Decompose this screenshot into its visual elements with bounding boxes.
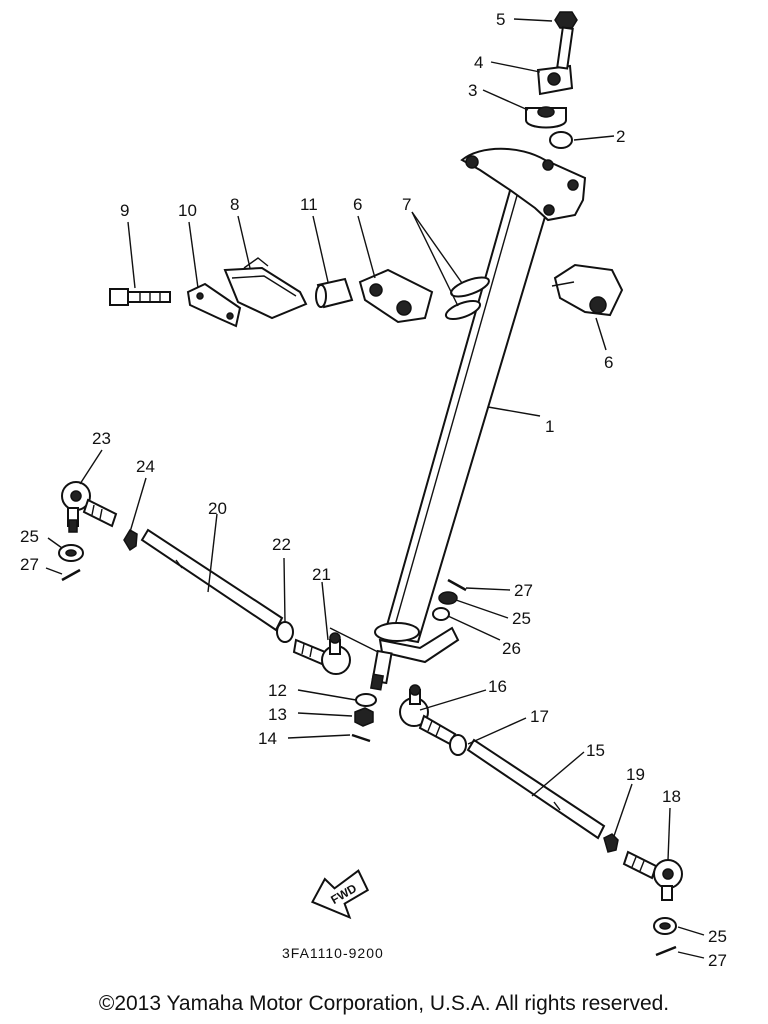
callout-7: 7 (402, 195, 411, 214)
callout-8: 8 (230, 195, 239, 214)
bushing-clamp (536, 64, 574, 96)
callout-26: 26 (502, 639, 521, 658)
diagram-code: 3FA1110-9200 (282, 945, 384, 961)
callout-27-arm: 27 (514, 581, 533, 600)
callout-23: 23 (92, 429, 111, 448)
locknut-left-outer (123, 528, 138, 552)
callout-3: 3 (468, 81, 477, 100)
nut-left (58, 544, 84, 562)
callout-6-right: 6 (604, 353, 613, 372)
leader-lines (45, 18, 705, 959)
callout-11: 11 (300, 195, 318, 214)
callout-9: 9 (120, 201, 129, 220)
collar (549, 131, 573, 149)
cable-clip (223, 257, 308, 320)
callout-labels: 1 2 3 4 5 6 6 7 8 9 10 11 12 13 14 15 16… (20, 10, 727, 970)
callout-24: 24 (136, 457, 155, 476)
callout-6-left: 6 (353, 195, 362, 214)
arm-collar (432, 607, 450, 621)
cotter-pin-center (351, 733, 371, 743)
column-holder-left (358, 268, 434, 324)
column-holder-right (553, 263, 624, 317)
column-lower-arm (369, 622, 460, 691)
callout-15: 15 (586, 741, 605, 760)
locknut-right-inner (449, 734, 467, 756)
column-top-bracket (460, 147, 587, 222)
tie-rod-left (140, 528, 284, 632)
steering-column (382, 178, 555, 644)
callout-19: 19 (626, 765, 645, 784)
holder-spacers (444, 276, 490, 321)
callout-1: 1 (545, 417, 554, 436)
callout-18: 18 (662, 787, 681, 806)
nut-arm (438, 591, 458, 605)
callout-10: 10 (178, 201, 197, 220)
callout-2: 2 (616, 127, 625, 146)
clamp-bolt (554, 11, 578, 70)
cotter-pin-right-lower (655, 945, 677, 957)
tie-rod-right (466, 738, 606, 840)
locknut-right-outer (603, 833, 619, 853)
holder-bolt (109, 288, 171, 306)
callout-25-left: 25 (20, 527, 39, 546)
lock-plate (186, 282, 242, 328)
tie-rod-end-outer-right (622, 850, 683, 901)
callout-5: 5 (496, 10, 505, 29)
callout-17: 17 (530, 707, 549, 726)
callout-22: 22 (272, 535, 291, 554)
callout-27-left: 27 (20, 555, 39, 574)
tie-rod-end-inner-right (399, 684, 457, 746)
nut-center (354, 707, 374, 727)
callout-25-arm: 25 (512, 609, 531, 628)
holder-collar (315, 277, 354, 309)
callout-21: 21 (312, 565, 331, 584)
locknut-left-inner (276, 621, 294, 643)
tie-rod-end-outer-left (61, 481, 118, 533)
callout-16: 16 (488, 677, 507, 696)
cotter-pin-arm (447, 578, 467, 592)
callout-27-right: 27 (708, 951, 727, 970)
nut-right-lower (653, 917, 677, 935)
copyright-notice: ©2013 Yamaha Motor Corporation, U.S.A. A… (98, 992, 670, 1015)
callout-20: 20 (208, 499, 227, 518)
callout-4: 4 (474, 53, 483, 72)
washer-center (355, 693, 377, 707)
forward-direction-arrow: FWD (311, 869, 370, 920)
cotter-pin-left (61, 568, 81, 582)
tie-rod-end-inner-left (292, 632, 351, 675)
callout-12: 12 (268, 681, 287, 700)
callout-14: 14 (258, 729, 277, 748)
callout-25-right: 25 (708, 927, 727, 946)
callout-13: 13 (268, 705, 287, 724)
bushing (525, 106, 567, 129)
